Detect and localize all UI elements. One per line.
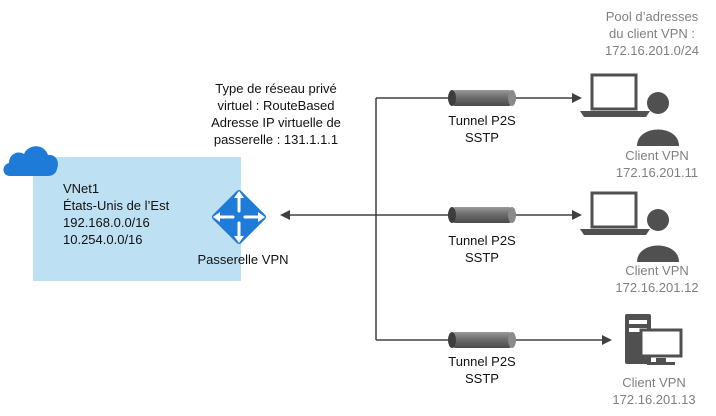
gateway-ip-line-1: Adresse IP virtuelle de [211,115,341,130]
vnet-box [33,157,241,281]
desktop-computer-icon [625,314,683,365]
user-icon [637,92,679,146]
pool-line-2: du client VPN : [609,26,695,41]
laptop-icon [580,73,650,117]
vnet-name: VNet1 [63,181,100,196]
client-label: Client VPN 172.16.201.13 [594,374,714,408]
gateway-info: Type de réseau privé virtuel : RouteBase… [186,80,366,148]
tunnel-protocol: SSTP [465,130,499,145]
tunnel-name: Tunnel P2S [448,233,516,248]
tunnel-label: Tunnel P2S SSTP [427,232,537,266]
tunnel-protocol: SSTP [465,250,499,265]
client-label: Client VPN 172.16.201.11 [597,147,716,181]
gateway-ip-line-2: passerelle : 131.1.1.1 [213,132,339,147]
gateway-vpn-type-line-2: virtuel : RouteBased [217,98,335,113]
user-icon [637,209,679,262]
tunnel-label: Tunnel P2S SSTP [427,112,537,146]
vnet-address-space-2: 10.254.0.0/16 [63,232,143,247]
vnet-details: VNet1 États-Unis de l’Est 192.168.0.0/16… [63,180,169,248]
client-name: Client VPN [625,263,689,278]
tunnel-pipe-icon [448,332,516,348]
client-ip: 172.16.201.13 [612,392,696,407]
tunnel-label: Tunnel P2S SSTP [427,353,537,387]
client-name: Client VPN [625,148,689,163]
pool-line-1: Pool d’adresses [605,9,699,24]
tunnel-pipe-icon [448,90,516,106]
tunnel-name: Tunnel P2S [448,113,516,128]
tunnel-name: Tunnel P2S [448,354,516,369]
tunnel-pipe-icon [448,207,516,223]
gateway-label: Passerelle VPN [197,252,289,267]
client-label: Client VPN 172.16.201.12 [597,262,716,296]
client-name: Client VPN [622,375,686,390]
vnet-region: États-Unis de l’Est [63,198,170,213]
tunnel-protocol: SSTP [465,371,499,386]
client-address-pool: Pool d’adresses du client VPN : 172.16.2… [590,8,714,59]
client-ip: 172.16.201.12 [615,280,699,295]
cloud-icon [3,146,58,176]
client-ip: 172.16.201.11 [615,165,699,180]
laptop-icon [580,191,650,235]
pool-line-3: 172.16.201.0/24 [605,43,699,58]
vnet-address-space-1: 192.168.0.0/16 [63,215,150,230]
gateway-vpn-type-line-1: Type de réseau privé [215,81,337,96]
vpn-gateway-icon [211,189,267,245]
